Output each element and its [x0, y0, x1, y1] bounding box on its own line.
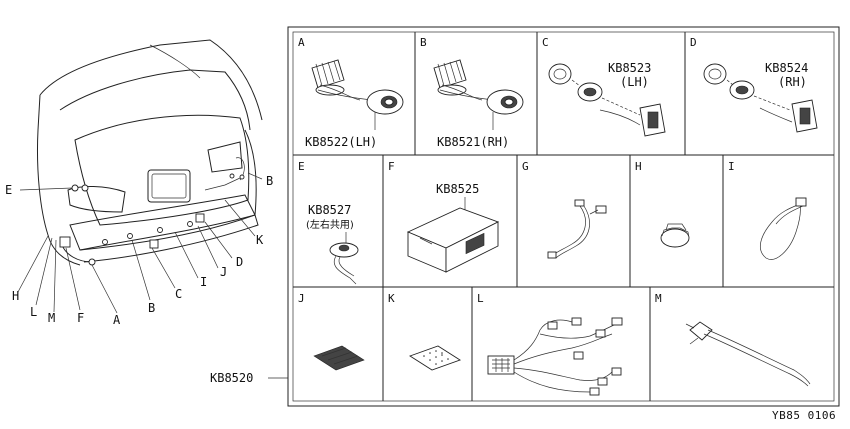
part-i-cable-tie: [759, 197, 807, 260]
part-c-holder-lh: [548, 63, 666, 137]
part-d-holder-rh: [703, 63, 818, 133]
cell-letter-g: G: [522, 160, 529, 173]
part-k-pad: [408, 345, 462, 371]
cell-letter-d: D: [690, 36, 697, 49]
cell-letter-j: J: [298, 292, 305, 305]
cell-letter-h: H: [635, 160, 642, 173]
code-c1: KB8523: [608, 61, 651, 75]
code-d2: (RH): [778, 75, 807, 89]
callout-m: M: [48, 311, 55, 325]
code-e2: (左右共用): [306, 218, 354, 231]
part-j-pad: [313, 345, 365, 371]
code-f: KB8525: [436, 182, 479, 196]
kit-code: KB8520: [210, 371, 253, 385]
cell-letter-l: L: [477, 292, 484, 305]
part-f-control-unit: [406, 197, 500, 273]
cell-letter-e: E: [298, 160, 305, 173]
code-b: KB8521(RH): [437, 135, 509, 149]
code-c2: (LH): [620, 75, 649, 89]
callout-a: A: [113, 313, 121, 327]
code-e1: KB8527: [308, 203, 351, 217]
cell-letter-m: M: [655, 292, 662, 305]
cell-letter-c: C: [542, 36, 549, 49]
code-d1: KB8524: [765, 61, 808, 75]
callout-h: H: [12, 289, 19, 303]
cell-letter-a: A: [298, 36, 305, 49]
callout-j: J: [220, 265, 227, 279]
vehicle-rear-view: E B K D J I C B A F M L H: [5, 39, 273, 327]
cell-letter-f: F: [388, 160, 395, 173]
code-a: KB8522(LH): [305, 135, 377, 149]
callout-e: E: [5, 183, 12, 197]
part-h-grommet: [660, 223, 690, 248]
part-m-clip-strap: [685, 321, 811, 387]
part-l-main-harness: [487, 317, 623, 396]
callout-f: F: [77, 311, 84, 325]
cell-letter-i: I: [728, 160, 735, 173]
callout-b2: B: [148, 301, 155, 315]
diagram-id: YB85 0106: [772, 409, 836, 422]
callout-d: D: [236, 255, 243, 269]
part-e-buzzer: [329, 232, 359, 285]
cell-letter-k: K: [388, 292, 395, 305]
parts-box: [287, 26, 840, 407]
part-a-sensor-lh: [311, 59, 404, 130]
cell-letter-b: B: [420, 36, 427, 49]
callout-c: C: [175, 287, 182, 301]
callout-i: I: [200, 275, 207, 289]
part-g-harness: [547, 199, 607, 259]
callout-l: L: [30, 305, 37, 319]
part-b-sensor-rh: [433, 59, 524, 130]
callout-k: K: [256, 233, 264, 247]
callout-b: B: [266, 174, 273, 188]
